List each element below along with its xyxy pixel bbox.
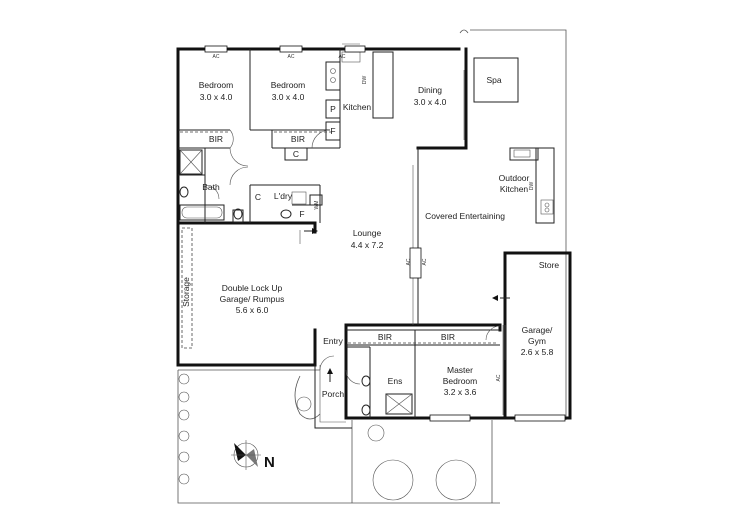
fridge-kitchen-label: F [330, 126, 335, 136]
laundry-fixtures [280, 191, 323, 219]
garage-rumpus-size: 5.6 x 6.0 [236, 305, 269, 315]
master-label: Master [447, 365, 473, 375]
trees [178, 373, 477, 501]
storage-cabinet [181, 227, 193, 349]
windows [204, 45, 566, 422]
garage-gym-size: 2.6 x 5.8 [521, 347, 554, 357]
covered-entertaining-label: Covered Entertaining [425, 211, 505, 221]
north-label: N [264, 454, 275, 471]
ensuite-fixtures [361, 375, 413, 416]
ac-label-1: AC [213, 54, 220, 60]
dining-label: Dining [418, 85, 442, 95]
property-boundary [177, 29, 567, 504]
dining-size: 3.0 x 4.0 [414, 97, 447, 107]
cupboard-box [284, 147, 308, 161]
porch-label: Porch [322, 389, 344, 399]
kitchen-label: Kitchen [343, 102, 372, 112]
master-label2: Bedroom [443, 376, 478, 386]
dishwasher-label: DW [362, 76, 368, 85]
laundry-label: L'dry [274, 191, 293, 201]
dishwasher-outdoor-label: DW [529, 182, 535, 191]
washer-label: WM [314, 201, 320, 210]
bedroom1-label: Bedroom [199, 80, 234, 90]
storage-label: Storage [181, 277, 191, 307]
cupboard-2-label: C [255, 192, 261, 202]
bedroom2-label: Bedroom [271, 80, 306, 90]
bir-left-label: BIR [209, 134, 223, 144]
direction-arrows [304, 228, 510, 382]
bedroom1-size: 3.0 x 4.0 [200, 92, 233, 102]
north-arrow-icon [231, 440, 261, 470]
bedroom2-size: 3.0 x 4.0 [272, 92, 305, 102]
kitchen-fixtures [325, 43, 394, 141]
cupboard-1-label: C [293, 149, 299, 159]
outdoor-kitchen-label: Outdoor [499, 173, 530, 183]
ac-label-2: AC [288, 54, 295, 60]
bir-master-left-label: BIR [378, 332, 392, 342]
interior-walls [178, 49, 500, 418]
garage-gym-label: Garage/ [522, 325, 553, 335]
door-swings [204, 129, 501, 385]
entry-label: Entry [323, 336, 344, 346]
spa-tub [473, 57, 519, 103]
ac-label-6: AC [496, 374, 502, 381]
bir-right-label: BIR [291, 134, 305, 144]
outdoor-kitchen-bench [509, 147, 555, 224]
ac-label-3: AC [339, 54, 346, 60]
sliding-doors [409, 70, 506, 415]
bath-fixtures [179, 149, 244, 223]
bir-master-right-label: BIR [441, 332, 455, 342]
spa-label: Spa [486, 75, 501, 85]
store-label: Store [539, 260, 560, 270]
pantry-label: P [330, 104, 336, 114]
porch-steps [314, 365, 352, 429]
garage-rumpus-label: Double Lock Up [222, 283, 283, 293]
garage-rumpus-label2: Garage/ Rumpus [220, 294, 285, 304]
built-in-robes [180, 131, 498, 344]
ensuite-label: Ens [388, 376, 403, 386]
garage-gym-label2: Gym [528, 336, 546, 346]
outdoor-kitchen-label2: Kitchen [500, 184, 529, 194]
bath-label: Bath [202, 182, 220, 192]
master-size: 3.2 x 3.6 [444, 387, 477, 397]
ac-label-5: AC [422, 258, 428, 265]
lounge-size: 4.4 x 7.2 [351, 240, 384, 250]
ac-label-4: AC [406, 258, 412, 265]
lounge-label: Lounge [353, 228, 382, 238]
fridge-laundry-label: F [299, 209, 304, 219]
